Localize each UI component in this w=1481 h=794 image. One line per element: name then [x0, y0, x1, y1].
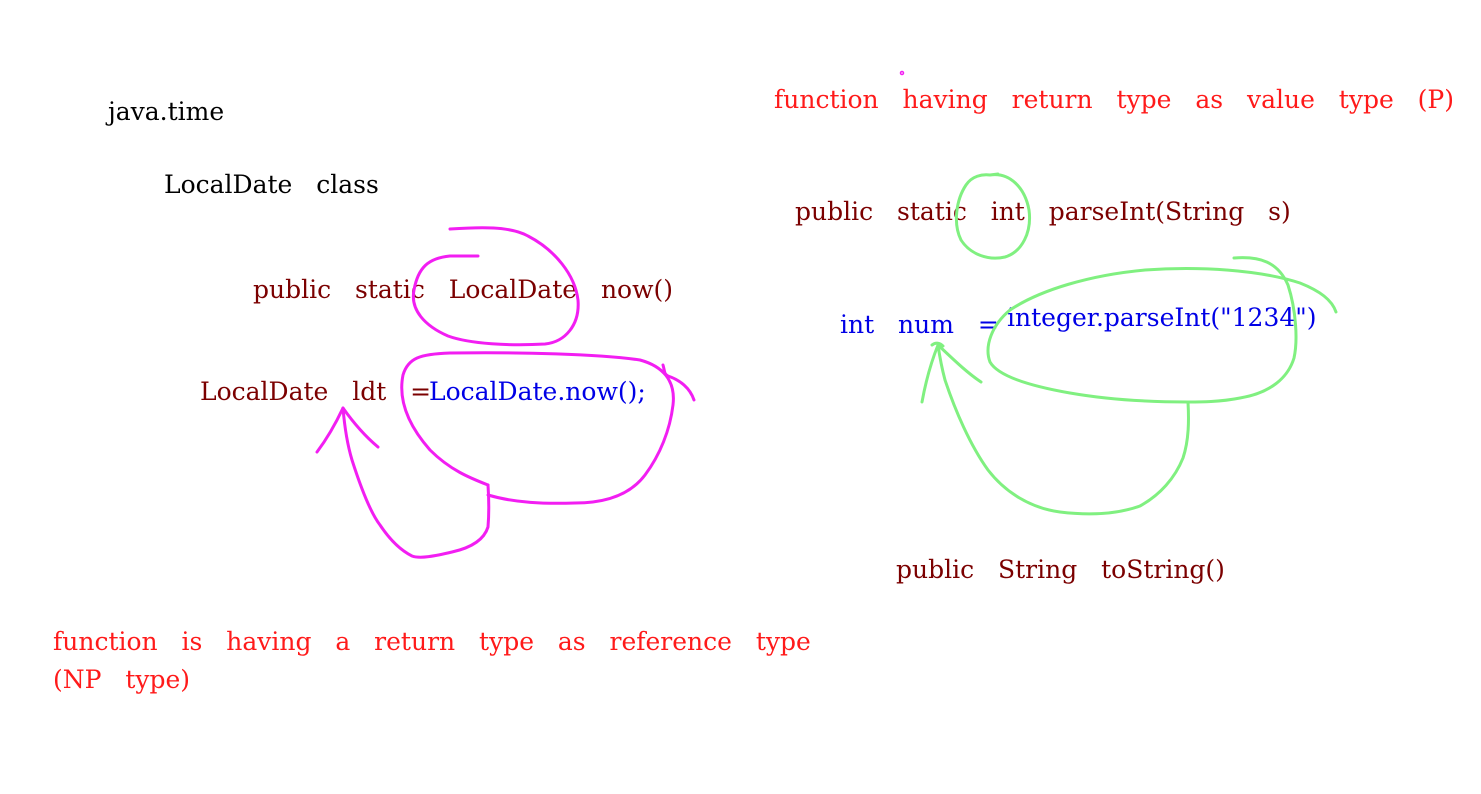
parseint-signature: public static int parseInt(String s)	[795, 197, 1291, 226]
return-arrow-to-num	[936, 343, 1190, 516]
localdate-assignment-lhs: LocalDate ldt =	[200, 377, 432, 406]
parseint-call-loop	[986, 267, 1338, 404]
int-assignment-lhs: int num =	[840, 310, 999, 339]
arrowhead-tip	[930, 341, 945, 348]
reference-type-note-line1: function is having a return type as refe…	[53, 627, 811, 656]
return-arrow-to-ldt	[341, 406, 491, 559]
reference-type-note-line2: (NP type)	[53, 665, 191, 694]
tostring-signature: public String toString()	[896, 555, 1225, 584]
parseint-call: integer.parseInt("1234")	[1007, 303, 1317, 332]
now-call-tail	[661, 363, 696, 402]
localdate-now-call: LocalDate.now();	[429, 377, 646, 406]
class-title: LocalDate class	[164, 170, 379, 199]
stray-ink-dot	[899, 70, 905, 76]
now-call-loop	[400, 351, 675, 505]
now-method-signature: public static LocalDate now()	[253, 275, 674, 304]
return-arrowhead-green	[920, 343, 983, 404]
return-arrowhead	[315, 406, 380, 454]
value-type-heading: function having return type as value typ…	[774, 85, 1454, 114]
package-name: java.time	[108, 97, 225, 126]
